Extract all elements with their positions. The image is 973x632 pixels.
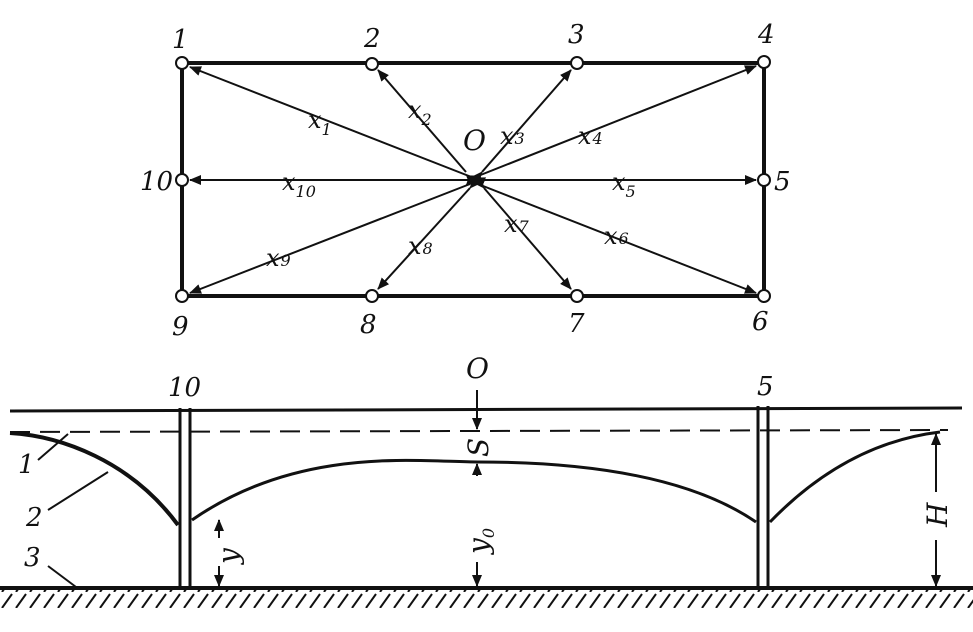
- vector-x1: [189, 66, 487, 187]
- point-9-marker: [175, 289, 189, 303]
- point-label-10: 10: [140, 167, 173, 197]
- depression-curve-right: [768, 430, 941, 524]
- point-label-9: 9: [172, 312, 189, 342]
- y-label: y: [212, 547, 245, 566]
- vector-x4: [465, 65, 757, 185]
- curve-label-3: 3: [24, 543, 41, 573]
- vector-label-x3: x3: [500, 122, 525, 150]
- point-label-4: 4: [757, 20, 775, 50]
- vector-label-x4: x4: [578, 122, 603, 150]
- point-8-marker: [365, 289, 379, 303]
- well-5: [756, 406, 770, 588]
- point-6-marker: [757, 289, 771, 303]
- impermeable-base-hatch: [0, 589, 973, 609]
- ground-surface-line: [9, 406, 963, 413]
- h-label: H: [921, 502, 954, 528]
- vector-label-x2: x2: [408, 96, 432, 129]
- section-center-label: O: [466, 352, 489, 385]
- curve-label-2: 2: [25, 503, 43, 533]
- depression-curve-left: [9, 431, 180, 527]
- point-7-marker: [570, 289, 584, 303]
- vector-x9: [189, 175, 483, 294]
- well-label-5: 5: [757, 372, 774, 402]
- vector-label-x6: x6: [604, 222, 629, 250]
- leader-line-1: [37, 433, 69, 461]
- s-label: S: [462, 438, 495, 457]
- point-10-marker: [175, 173, 189, 187]
- point-label-3: 3: [568, 20, 585, 50]
- leader-line-3: [47, 565, 77, 588]
- vector-x2: [377, 69, 467, 173]
- point-3-marker: [570, 56, 584, 70]
- vector-label-x8: x8: [408, 232, 433, 260]
- point-2-marker: [365, 57, 379, 71]
- point-5-marker: [757, 173, 771, 187]
- point-label-8: 8: [360, 310, 377, 340]
- point-label-5: 5: [774, 167, 791, 197]
- vector-label-x10: x10: [282, 168, 316, 201]
- plan-view: 1 2 3 4 5 6 7 8 9 10 O x1 x2 x3 x4 x5 x6…: [140, 20, 791, 342]
- section-view: 10 5 O S y0 y H 1 2 3: [0, 352, 973, 609]
- static-water-level: [9, 429, 949, 433]
- vector-label-x7: x7: [504, 210, 530, 238]
- vector-label-x1: x1: [308, 106, 332, 139]
- depression-curve-middle: [191, 458, 757, 524]
- well-10: [178, 408, 192, 588]
- point-label-7: 7: [568, 309, 585, 339]
- vector-label-x5: x5: [612, 168, 636, 201]
- point-1-marker: [175, 56, 189, 70]
- vector-label-x9: x9: [266, 244, 291, 272]
- plan-center-label: O: [463, 124, 486, 157]
- point-label-6: 6: [752, 307, 769, 337]
- leader-line-2: [47, 471, 109, 511]
- point-4-marker: [757, 55, 771, 69]
- point-label-1: 1: [172, 25, 189, 55]
- curve-label-1: 1: [18, 450, 35, 480]
- well-label-10: 10: [168, 373, 201, 403]
- y0-label: y0: [462, 528, 498, 556]
- vector-x7: [473, 176, 572, 290]
- point-label-2: 2: [363, 24, 381, 54]
